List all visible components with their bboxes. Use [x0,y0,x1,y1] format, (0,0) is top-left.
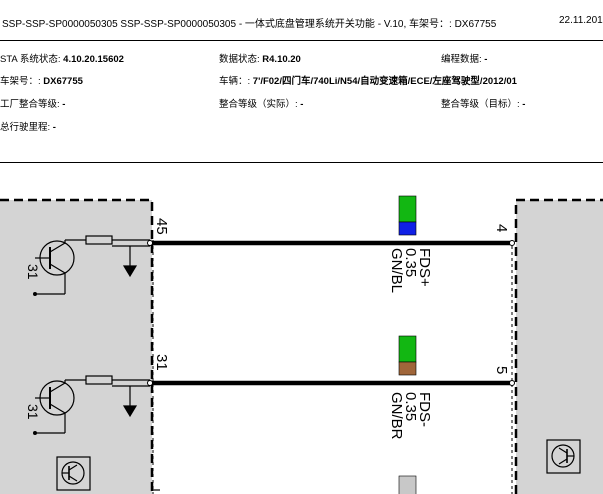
document-title: SSP-SSP-SP0000050305 SSP-SSP-SP000005030… [2,19,497,30]
wire-color-code-1: GN/BL [388,248,405,293]
pin-right-2: 5 [493,366,510,374]
document-date: 22.11.201 [559,15,603,26]
wire-size-2: 0.35 [402,392,419,421]
wire-size-1: 0.35 [402,248,419,277]
pin-left-1: 45 [153,218,170,235]
transistor-label-1: 31 [25,264,41,280]
programming-data: 编程数据: - [441,54,488,65]
wire-color-swatch-1 [398,195,417,236]
vehicle: 车辆：: 7'/F02/四门车/740Li/N54/自动变速箱/ECE/左座驾驶… [219,76,517,87]
wire-color-swatch-2 [398,335,417,376]
wire-signal-2: FDS- [416,392,433,427]
wire-signal-1: FDS+ [416,248,433,287]
header-rule [0,40,603,41]
ista-status: STA 系统状态: 4.10.20.15602 [0,54,124,65]
transistor-label-2: 31 [25,404,41,420]
integration-level-target: 整合等级（目标）: - [441,99,526,110]
wire-fds-minus [147,380,515,386]
data-status: 数据状态: R4.10.20 [219,54,301,65]
info-rule [0,162,603,163]
pin-left-2: 31 [153,354,170,371]
ground-dot-2 [33,431,37,435]
total-mileage: 总行驶里程: - [0,122,56,133]
left-control-module [0,198,154,494]
wire-color-code-2: GN/BR [388,392,405,440]
wire-color-swatch-3 [398,475,417,494]
transistor-symbol-left-icon [56,456,91,491]
page-header: SSP-SSP-SP0000050305 SSP-SSP-SP000005030… [0,0,603,44]
factory-integration-level: 工厂整合等级: - [0,99,66,110]
wire-fds-plus [147,240,515,246]
ground-dot-1 [33,292,37,296]
vin: 车架号：: DX67755 [0,76,83,87]
right-control-module [514,198,603,494]
transistor-symbol-right-icon [546,439,581,474]
transistor-circuit-1 [35,235,150,295]
pin-right-1: 4 [493,224,510,232]
transistor-circuit-2 [35,375,150,434]
integration-level-actual: 整合等级（实际）: - [219,99,304,110]
wiring-diagram: 45 4 31 5 FDS+ 0.35 GN/BL FDS- 0.35 GN/B… [0,195,603,494]
